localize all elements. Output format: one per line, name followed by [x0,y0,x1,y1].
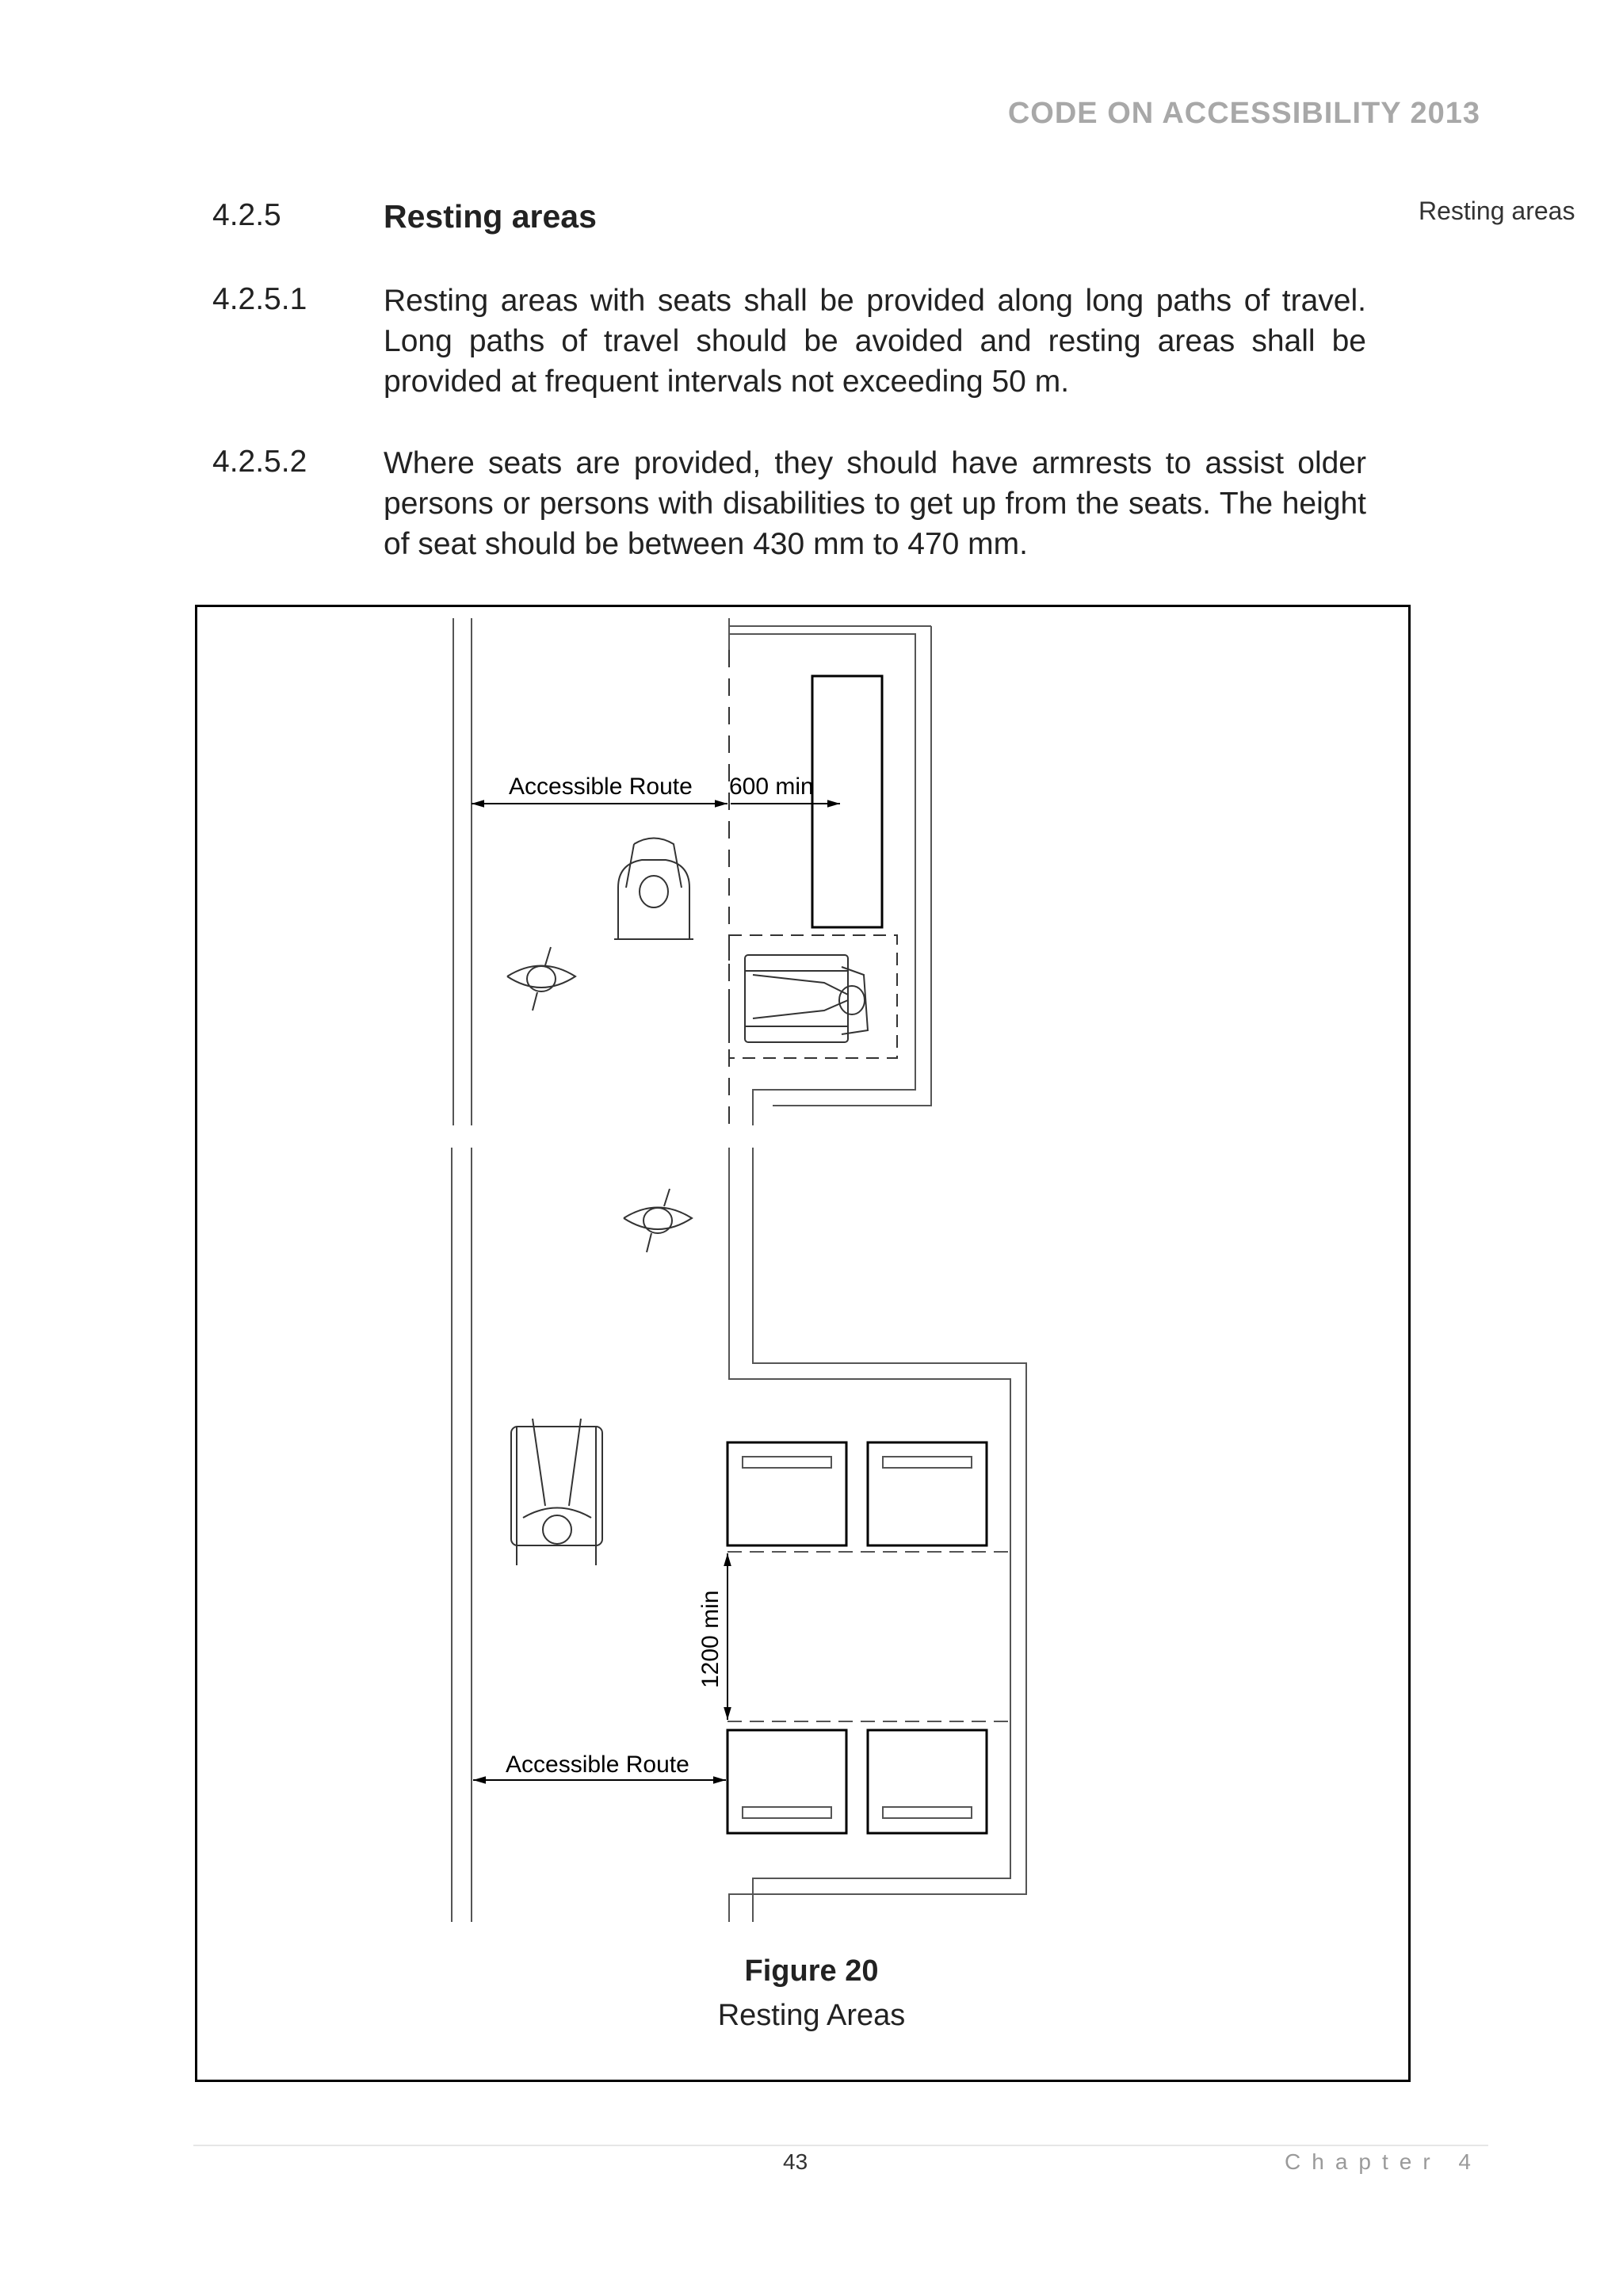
section-number: 4.2.5 [212,198,281,232]
figure-frame [195,605,1411,2082]
clause-number: 4.2.5.2 [212,445,307,479]
section-title: Resting areas [384,198,597,235]
figure-caption: Resting Areas [717,1999,906,2032]
page-number: 43 [783,2149,808,2174]
seat [726,1441,848,1547]
walking-person [506,946,577,1011]
lower-recess-edge [728,1148,1027,1922]
seat [866,1729,988,1835]
wheelchair-user-top [614,837,693,940]
seat [726,1729,848,1835]
wheelchair-space [728,934,898,1059]
footer-rule [193,2145,1488,2146]
clause-text: Resting areas with seats shall be provid… [384,284,1366,399]
clause-text: Where seats are provided, they should ha… [384,446,1366,561]
seat [866,1441,988,1547]
label-accessible-route-top: Accessible Route [509,774,693,800]
label-accessible-route-bottom: Accessible Route [506,1752,689,1778]
margin-note: Resting areas [1419,197,1575,225]
wheelchair-user-side [744,954,869,1043]
figure-number: Figure 20 [744,1954,879,1988]
wheelchair-user-top [510,1418,603,1565]
upper-recess-edge [728,618,932,1125]
document-header-title: CODE ON ACCESSIBILITY 2013 [1007,97,1480,130]
label-1200-min: 1200 min [697,1591,724,1688]
walking-person [623,1188,693,1253]
left-curb-lines [451,618,472,1922]
label-600-min: 600 min [729,774,814,800]
bench [811,674,884,929]
chapter-label: Chapter 4 [1285,2149,1482,2174]
clause-number: 4.2.5.1 [212,282,307,316]
